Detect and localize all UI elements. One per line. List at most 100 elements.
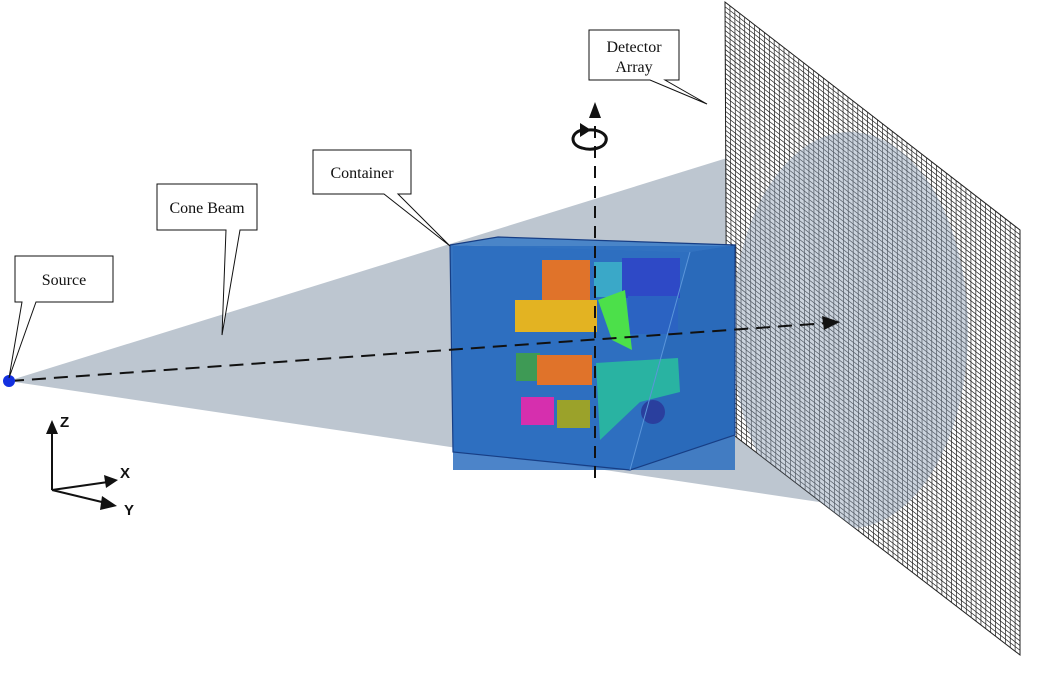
detector-grid-row-line [725,139,1020,368]
detector-grid [725,2,1020,655]
detector-grid-row-line [725,244,1020,472]
detector-grid-row-line [726,329,1020,557]
detector-grid-row-line [725,39,1020,269]
detector-grid-row-line [726,353,1020,580]
object-green-small [516,353,540,381]
object-teal-wedge [596,358,680,440]
object-cyan-block [594,262,624,297]
object-blue-block [622,258,680,298]
detector-grid-row-line [725,49,1020,278]
detector-grid-row-line [726,410,1020,637]
detector-grid-row-line [726,391,1020,618]
source-label: Source [42,272,86,289]
detector-grid-row-line [726,348,1020,575]
detector-grid-row-line [726,382,1020,609]
detector-grid-row-line [725,58,1020,287]
detector-grid-row-line [725,25,1020,254]
axis-x-label: X [120,465,130,482]
detector-grid-row-line [725,249,1020,476]
object-sphere [641,400,665,424]
detector-grid-row-line [726,268,1020,495]
detector-grid-row-line [725,158,1020,387]
callout-detector: Detector Array [588,29,708,105]
detector-grid-row-line [726,377,1020,604]
detector-grid-row-line [725,82,1020,311]
detector-grid-row-line [726,310,1020,538]
axis-z-label: Z [60,414,69,431]
detector-grid-row-line [725,54,1020,283]
detector-grid-row-line [725,73,1020,302]
object-olive-cube [557,400,590,428]
detector-grid-row-line [725,220,1020,448]
detector-grid-row-line [726,325,1020,552]
detector-grid-row-line [726,344,1020,571]
detector-grid-row-line [725,225,1020,453]
detector-label-line2: Array [615,59,652,76]
callout-container: Container [312,149,451,247]
container-box [449,236,736,471]
rotation-axis-arrowhead [589,102,601,118]
detector-grid-row-line [726,306,1020,533]
detector-array [724,0,1021,657]
detector-grid-row-line [725,44,1020,273]
detector-grid-row-line [725,125,1020,354]
callout-source: Source [8,255,114,379]
detector-grid-row-line [725,191,1020,420]
detector-grid-row-line [725,11,1020,240]
detector-grid-row-line [726,339,1020,566]
detector-grid-row-line [726,358,1020,585]
detector-grid-row-line [726,367,1020,594]
detector-grid-row-line [725,96,1020,325]
object-magenta-cube [521,397,554,425]
detector-grid-row-line [725,234,1020,462]
detector-grid-row-line [726,287,1020,514]
detector-grid-row-line [725,111,1020,339]
detector-grid-row-line [725,6,1020,235]
detector-grid-row-line [726,277,1020,505]
detector-grid-row-line [725,144,1020,372]
detector-grid-row-line [725,87,1020,316]
object-orange-block [537,355,592,385]
detector-grid-row-line [725,229,1020,457]
source-point [3,375,15,387]
detector-grid-row-line [725,258,1020,486]
detector-grid-row-line [725,239,1020,467]
detector-grid-row-line [726,301,1020,528]
detector-grid-row-line [725,253,1020,481]
callout-cone-beam: Cone Beam [156,183,258,336]
detector-grid-row-line [725,92,1020,320]
detector-grid-row-line [726,291,1020,519]
detector-grid-row-line [726,315,1020,542]
detector-grid-row-line [725,149,1020,377]
detector-grid-row-line [725,177,1020,405]
detector-grid-row-line [726,296,1020,524]
object-blue-block-2 [628,296,678,334]
cone-beam-label: Cone Beam [169,200,245,217]
detector-grid-row-line [725,196,1020,424]
detector-grid-row-line [726,420,1020,646]
detector-grid-row-line [725,115,1020,344]
object-green-wedge [598,290,632,350]
detector-grid-row-line [725,106,1020,335]
detector-grid-row-line [726,415,1020,642]
detector-grid-row-line [725,134,1020,363]
detector-grid-row-line [726,424,1020,651]
object-orange-cube [542,260,590,300]
detector-grid-row-line [726,363,1020,590]
detector-grid-row-line [725,182,1020,410]
rotation-arrow-icon [571,123,608,151]
detector-grid-row-line [725,68,1020,297]
detector-grid-row-line [725,63,1020,292]
detector-grid-row-line [726,372,1020,599]
container-label: Container [330,165,394,182]
detector-grid-row-line [726,282,1020,509]
detector-grid-row-line [725,163,1020,391]
detector-grid-row-line [725,206,1020,434]
detector-grid-row-line [725,15,1020,245]
detector-grid-row-line [725,201,1020,429]
detector-grid-row-line [725,215,1020,443]
detector-grid-row-line [726,320,1020,547]
beam-footprint [732,132,968,528]
detector-grid-row-line [725,168,1020,396]
detector-grid-row-line [725,120,1020,349]
